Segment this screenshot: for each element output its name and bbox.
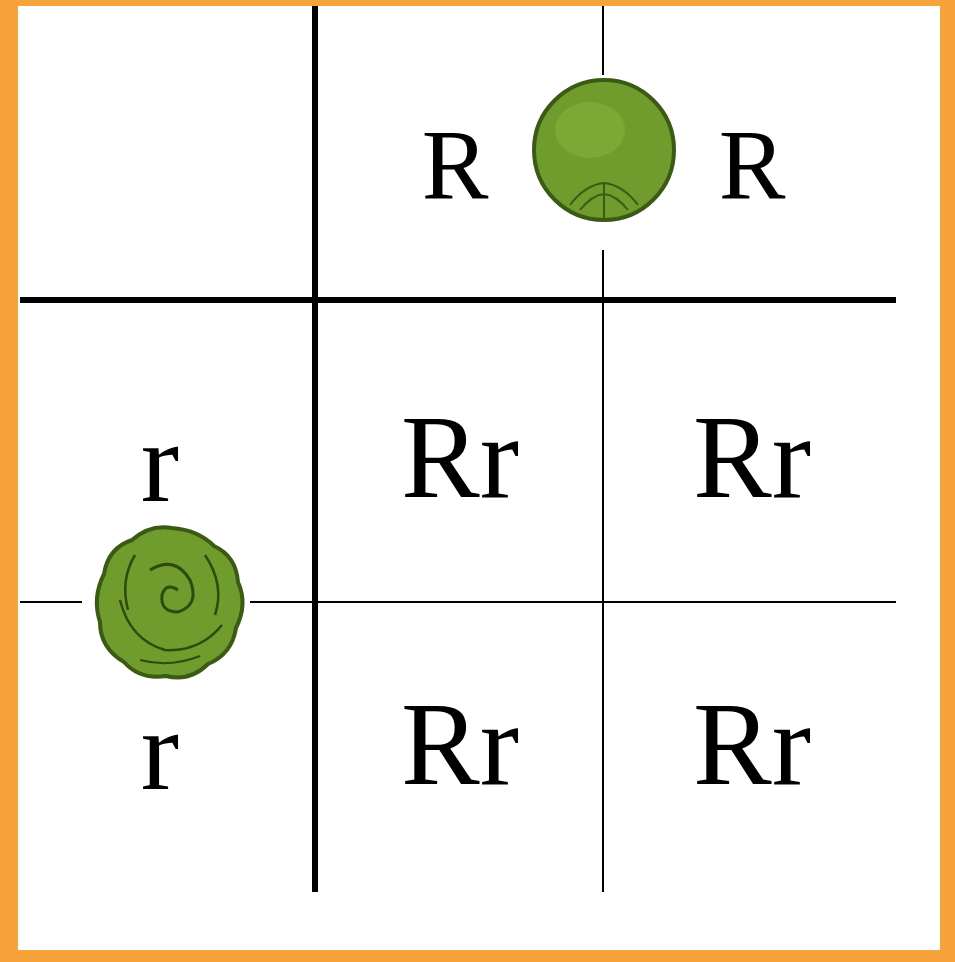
allele-letter: r <box>141 405 179 520</box>
round-pea <box>520 75 690 250</box>
allele-letter: R <box>719 115 786 215</box>
white-ground <box>18 6 940 950</box>
wrinkled-pea <box>82 518 250 690</box>
genotype-cell: Rr <box>401 399 519 517</box>
genotype-cell: Rr <box>693 399 811 517</box>
thick-divider <box>20 297 896 303</box>
allele-letter: R <box>422 115 489 215</box>
allele-letter: r <box>141 693 179 808</box>
thick-divider <box>312 6 318 892</box>
genotype-cell: Rr <box>401 686 519 804</box>
genotype-cell: Rr <box>693 686 811 804</box>
